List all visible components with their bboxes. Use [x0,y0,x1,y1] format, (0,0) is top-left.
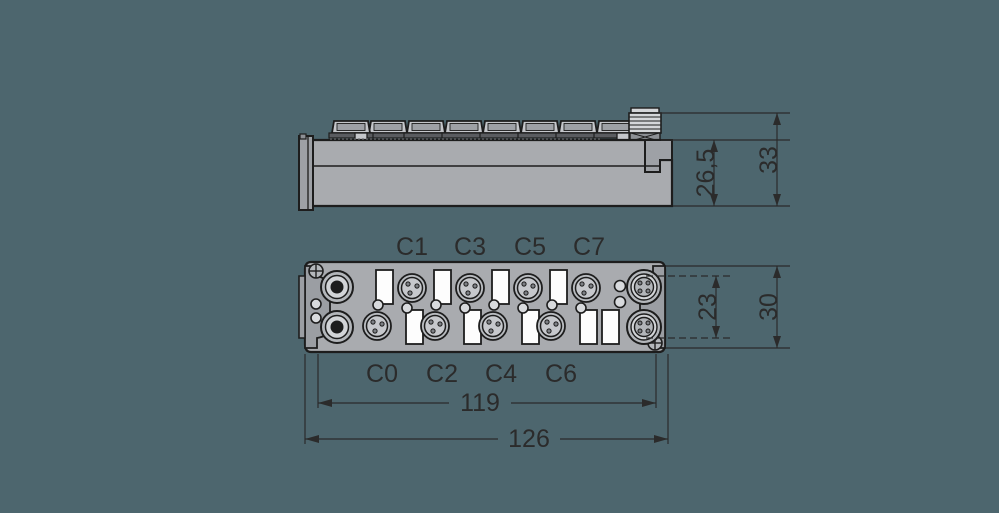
connector-label-c4: C4 [485,360,517,388]
power-connector-top-left [320,270,354,304]
label-pad [579,309,598,345]
status-led [613,295,627,309]
io-connector-c6 [536,311,566,341]
left-edge-notch [298,275,306,339]
status-led [546,299,558,311]
io-connector-c3 [455,273,485,303]
dimension-label-30: 30 [755,293,783,321]
connector-label-c2: C2 [426,360,458,388]
bus-connector-bottom-right [626,309,662,345]
status-led [430,299,442,311]
connector-label-c0: C0 [366,360,398,388]
io-connector-c2 [420,311,450,341]
label-pad [601,309,620,345]
power-connector-bottom-left [320,310,354,344]
status-led [310,298,322,310]
bottom-face-view [298,260,667,354]
side-elevation-view [298,107,674,211]
bottom-view-horizontal-dimensions: 119 126 [304,354,669,453]
status-led [517,302,529,314]
connector-label-c7: C7 [573,233,605,261]
status-led [488,299,500,311]
connector-label-c6: C6 [545,360,577,388]
io-connector-c4 [478,311,508,341]
status-led [459,302,471,314]
knurled-connector-top [628,107,662,142]
io-connector-c5 [513,273,543,303]
connector-label-c3: C3 [454,233,486,261]
io-connector-c7 [571,273,601,303]
dimension-label-23: 23 [694,293,722,321]
dimension-label-126: 126 [508,425,550,453]
connector-bump [328,120,374,139]
dimension-33: 33 [755,113,783,206]
label-pad [549,269,568,305]
dimension-label-26-5: 26,5 [692,149,720,198]
bottom-view-vertical-dimensions: 23 30 [646,265,790,349]
io-connector-c0 [362,311,392,341]
label-pad [375,269,394,305]
dimension-label-33: 33 [755,146,783,174]
label-pad [433,269,452,305]
mounting-screw-top-left [308,263,324,279]
dimension-23: 23 [694,276,722,338]
dimension-30: 30 [755,266,783,348]
connector-labels-bottom: C0 C2 C4 C6 [366,360,577,388]
status-led [575,302,587,314]
dimension-119: 119 [318,389,656,417]
side-view-dimensions: 26,5 33 [640,112,790,207]
module-body-side [301,138,674,208]
left-mounting-flange [298,135,314,211]
io-connector-c1 [397,273,427,303]
connector-bump [403,120,449,139]
label-pad [491,269,510,305]
status-led [372,299,384,311]
dimension-26-5: 26,5 [692,140,720,206]
dimension-label-119: 119 [460,389,500,417]
bus-connector-top-right [626,269,662,305]
connector-label-c5: C5 [514,233,546,261]
connector-bump [517,120,563,139]
top-connector-bumps [328,120,639,139]
status-led [613,279,627,293]
dimension-126: 126 [305,425,668,453]
status-led [310,312,322,324]
status-led [401,302,413,314]
connector-label-c1: C1 [396,233,428,261]
connector-labels-top: C1 C3 C5 C7 [396,233,605,261]
connector-bump [441,120,487,139]
